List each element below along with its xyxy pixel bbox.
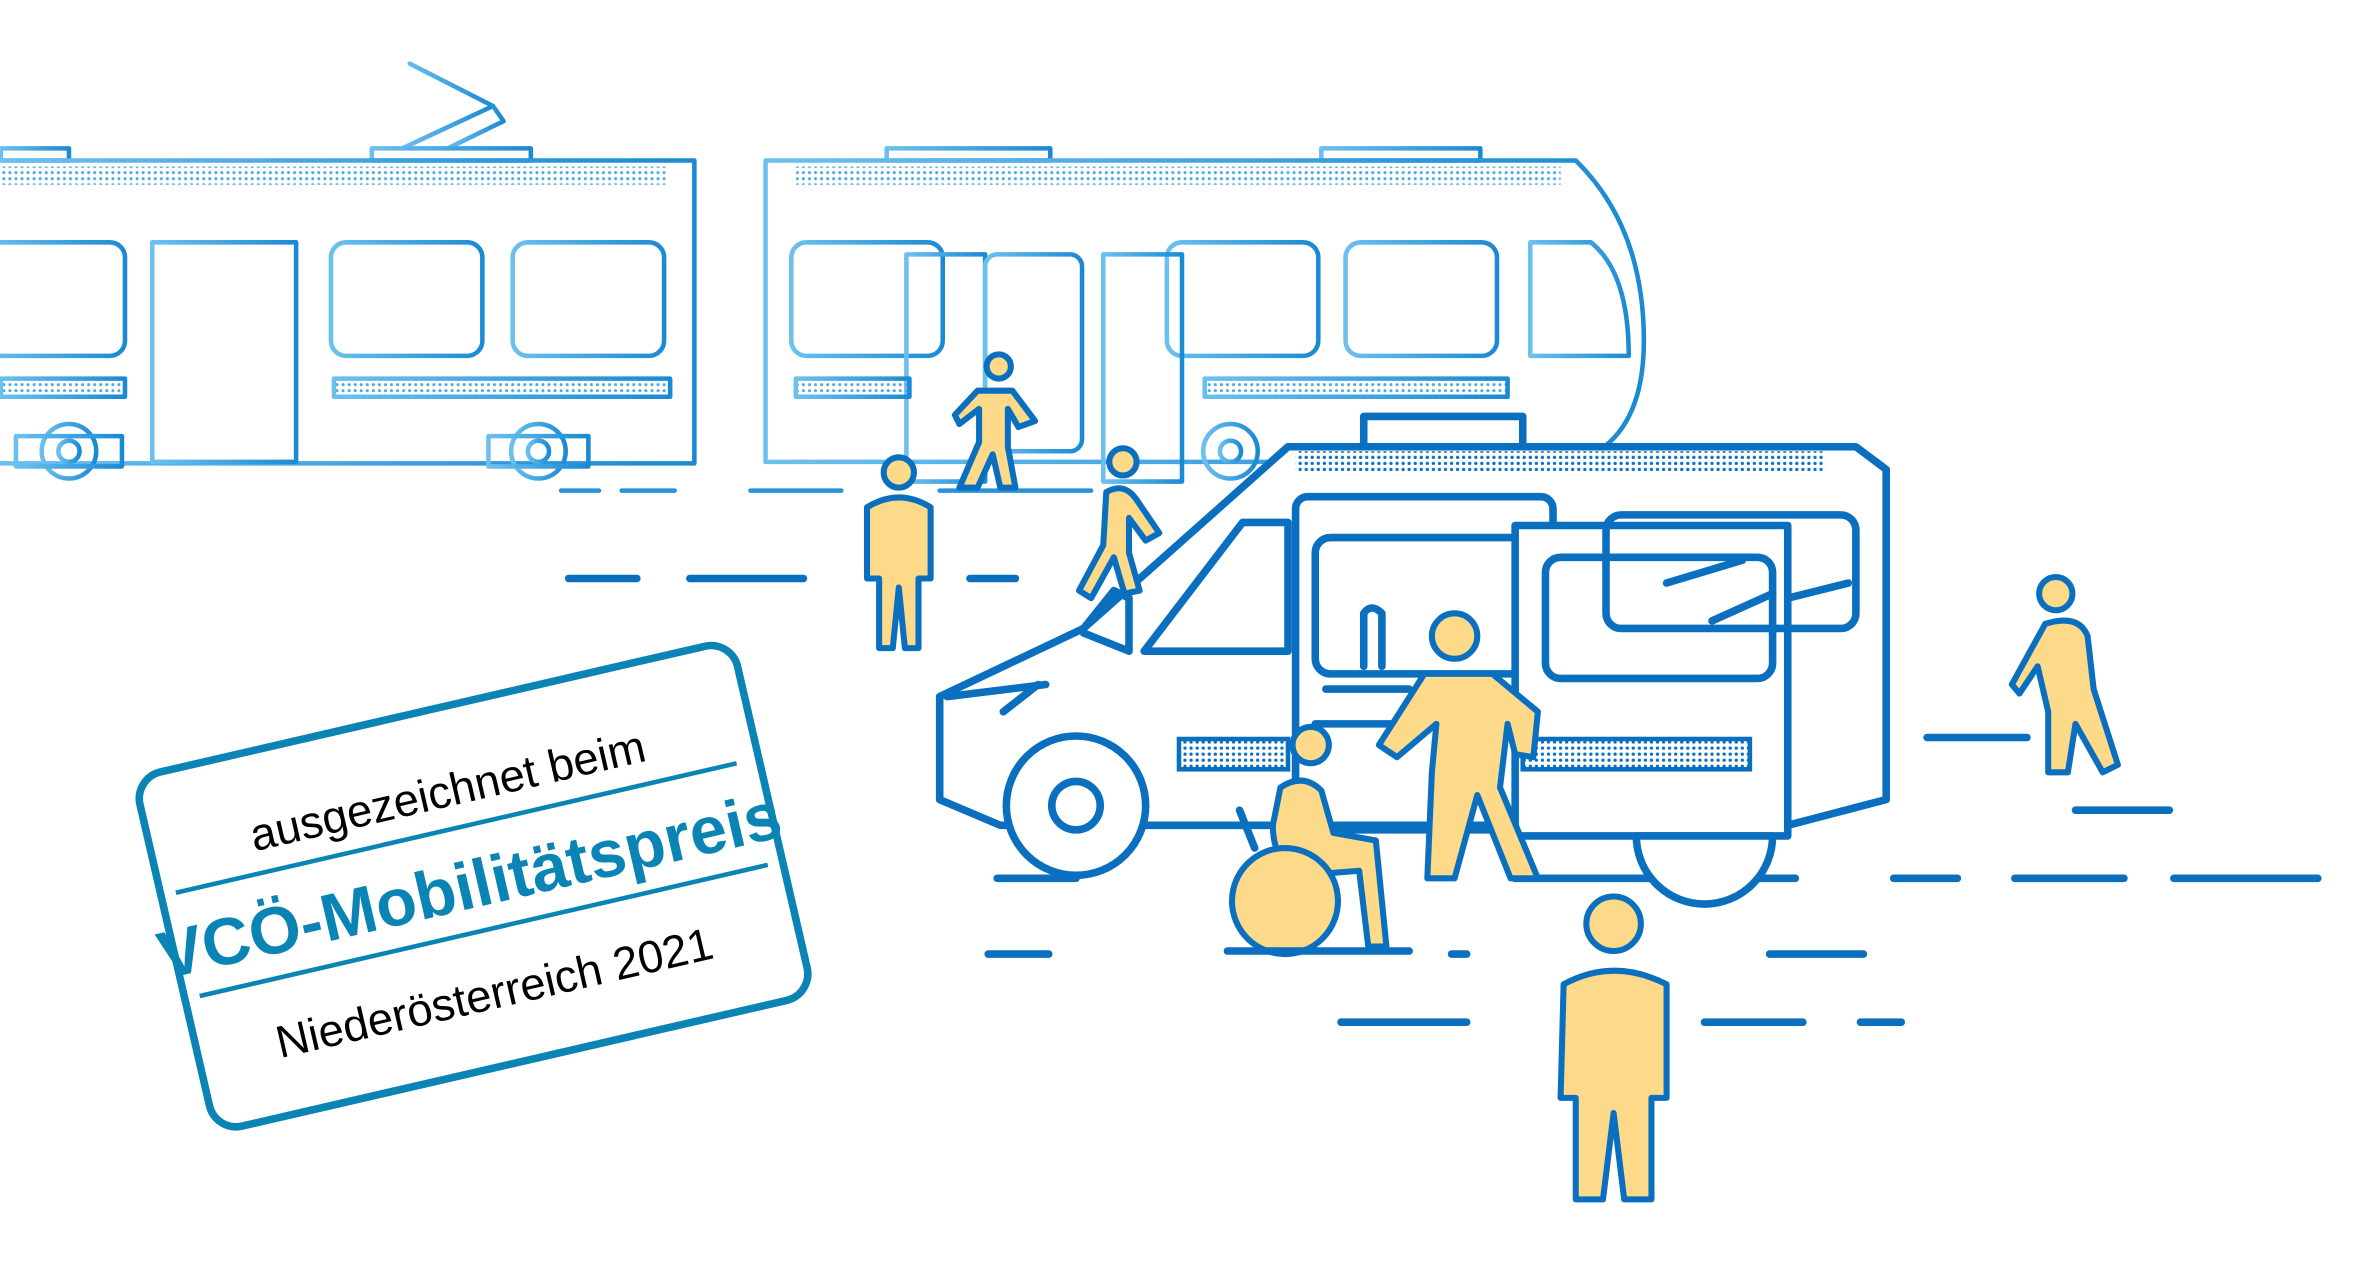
road-markings (564, 574, 2322, 1026)
award-badge: ausgezeichnet beim VCÖ-Mobilitätspreis N… (135, 641, 812, 1131)
person-in-wheelchair (1223, 723, 1413, 958)
person-standing-front (1557, 893, 1670, 1203)
person-boarding-van (1375, 610, 1541, 882)
person-walking-center (1075, 445, 1163, 602)
people (863, 351, 2121, 1203)
badge-frame (135, 641, 812, 1131)
pantograph (0, 61, 1483, 163)
person-boarding-tram (951, 351, 1039, 491)
person-walking-right (2008, 573, 2121, 776)
tram-car-left (0, 158, 697, 481)
tram-car-right (763, 158, 1647, 484)
tram-articulation (704, 167, 746, 460)
badge-divider-top (175, 761, 738, 895)
person-standing-left (863, 454, 934, 652)
badge-divider-bottom (199, 862, 769, 999)
